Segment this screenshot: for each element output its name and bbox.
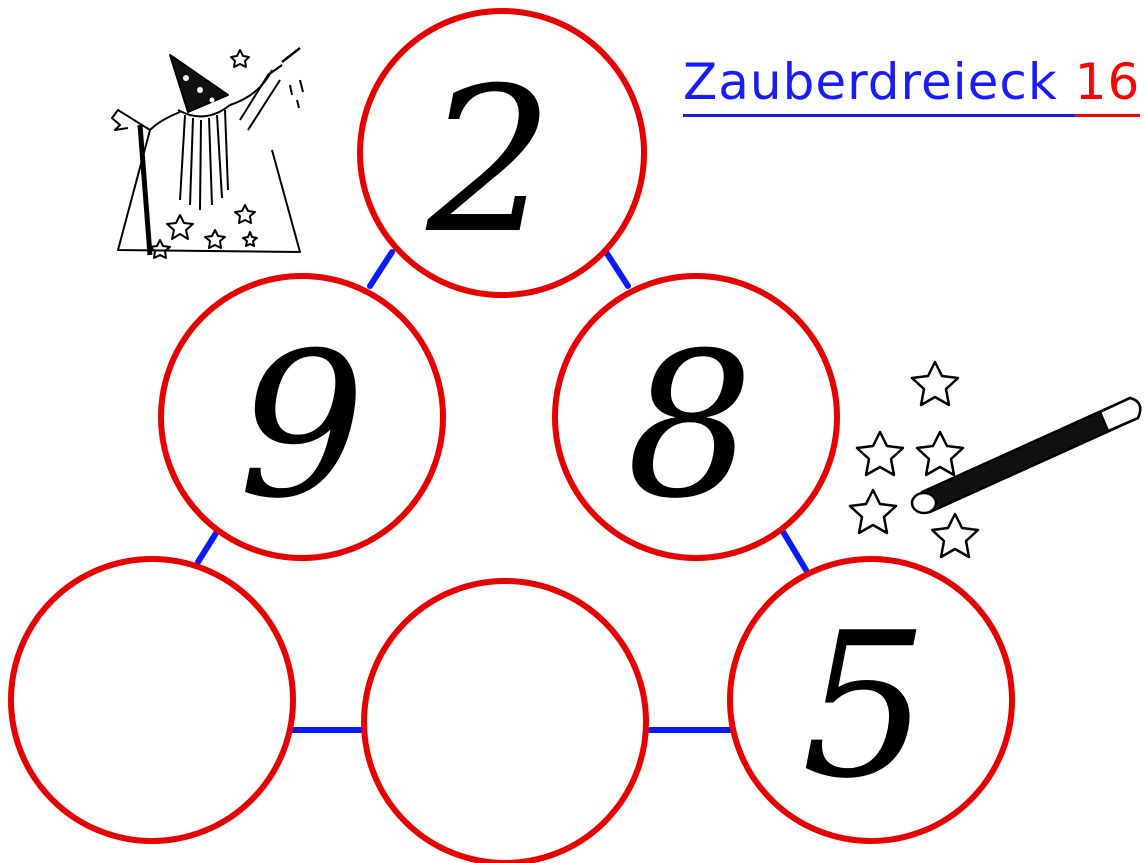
worksheet-title: Zauberdreieck 16 <box>683 52 1141 117</box>
title-text: Zauberdreieck <box>683 53 1058 111</box>
number-top: 2 <box>425 45 553 278</box>
number-bottom-right: 5 <box>801 590 928 823</box>
wizard-icon <box>111 47 304 259</box>
connector-right-bottom <box>779 527 809 573</box>
title-number: 16 <box>1074 52 1141 117</box>
connector-top-right <box>603 249 631 289</box>
connector-lines <box>195 249 809 733</box>
circle-bottom-right <box>727 556 1015 844</box>
circle-top <box>357 8 647 298</box>
connector-top-left <box>367 249 395 289</box>
circle-bottom-middle[interactable] <box>361 578 649 863</box>
circle-bottom-left[interactable] <box>8 556 296 844</box>
number-mid-left: 9 <box>238 310 365 543</box>
connector-left-bottom <box>195 527 221 565</box>
circle-mid-right <box>552 273 840 561</box>
circle-mid-left <box>158 273 446 561</box>
magic-wand-icon <box>848 360 1142 559</box>
number-mid-right: 8 <box>626 310 753 543</box>
